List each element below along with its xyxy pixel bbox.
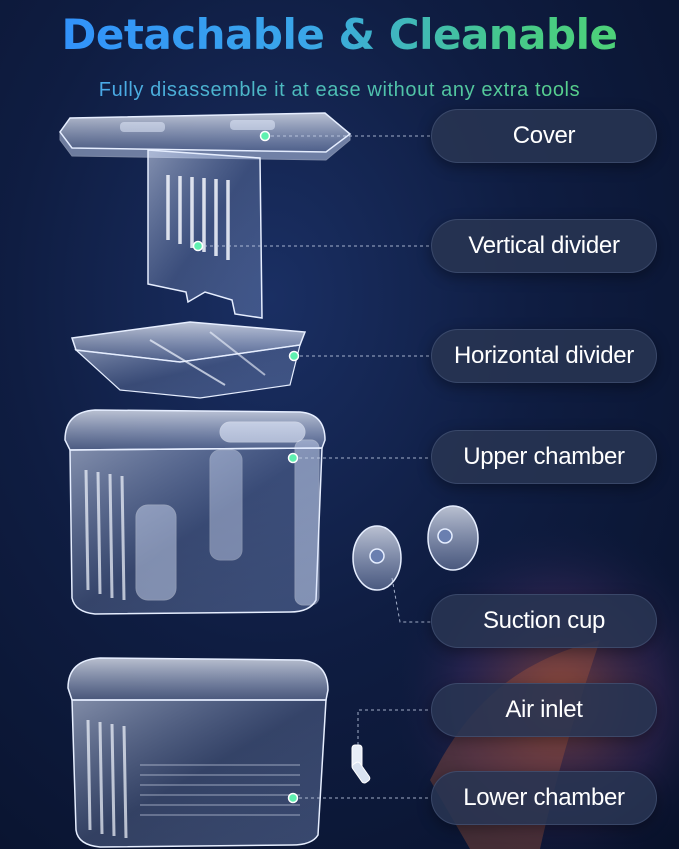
leader-line-suction-cup <box>391 577 431 623</box>
label-cover: Cover <box>431 109 657 163</box>
horizontal-divider-part <box>71 321 307 399</box>
label-horizontal-divider: Horizontal divider <box>431 329 657 383</box>
label-upper-chamber: Upper chamber <box>431 430 657 484</box>
headline: Detachable & Cleanable <box>0 10 679 59</box>
subline: Fully disassemble it at ease without any… <box>0 79 679 102</box>
air-inlet-part <box>351 744 371 784</box>
label-lower-chamber: Lower chamber <box>431 771 657 825</box>
upper-chamber-part <box>64 409 326 615</box>
cover-part <box>59 112 352 161</box>
lower-chamber-part <box>67 657 329 848</box>
label-suction-cup: Suction cup <box>431 594 657 648</box>
marker-dot-horizontal-divider <box>288 350 300 362</box>
marker-dot-upper-chamber <box>287 452 299 464</box>
suction-cup-part <box>352 505 479 591</box>
label-vertical-divider: Vertical divider <box>431 219 657 273</box>
marker-dot-cover <box>259 130 271 142</box>
marker-dot-vertical-divider <box>192 240 204 252</box>
vertical-divider-part <box>147 149 263 319</box>
marker-dot-lower-chamber <box>287 792 299 804</box>
label-air-inlet: Air inlet <box>431 683 657 737</box>
